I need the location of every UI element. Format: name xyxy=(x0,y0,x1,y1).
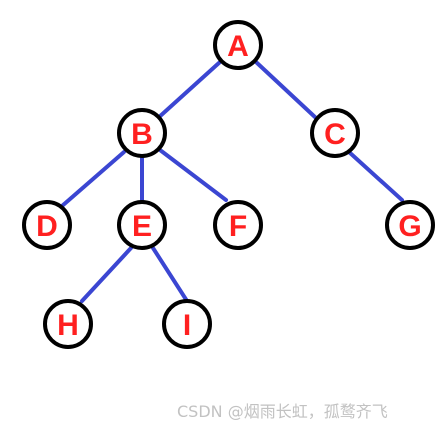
edge-b-f xyxy=(158,148,228,202)
node-circle xyxy=(43,299,93,349)
nodes-group: A B C D E F G H I xyxy=(22,20,435,349)
edge-a-c xyxy=(254,60,318,120)
node-circle xyxy=(22,200,72,250)
node-label: C xyxy=(324,118,346,151)
node-d: D xyxy=(22,200,72,250)
node-i: I xyxy=(162,299,212,349)
edge-e-i xyxy=(151,246,189,303)
node-circle xyxy=(213,200,263,250)
node-circle xyxy=(213,20,263,70)
node-c: C xyxy=(310,108,360,158)
node-circle xyxy=(162,299,212,349)
edges-group xyxy=(60,60,404,303)
edge-a-b xyxy=(156,60,222,120)
edge-e-h xyxy=(80,246,133,303)
node-circle xyxy=(310,108,360,158)
node-label: H xyxy=(57,309,79,342)
node-label: I xyxy=(183,309,191,342)
node-h: H xyxy=(43,299,93,349)
node-circle xyxy=(117,200,167,250)
node-circle xyxy=(117,108,167,158)
node-label: F xyxy=(229,210,247,243)
node-a: A xyxy=(213,20,263,70)
node-e: E xyxy=(117,200,167,250)
node-label: B xyxy=(131,118,153,151)
node-b: B xyxy=(117,108,167,158)
node-label: E xyxy=(132,210,152,243)
edge-b-d xyxy=(60,150,126,208)
edge-c-g xyxy=(347,150,404,202)
node-circle xyxy=(385,200,435,250)
node-f: F xyxy=(213,200,263,250)
watermark: CSDN @烟雨长虹，孤鹜齐飞 xyxy=(177,402,388,421)
node-label: A xyxy=(227,30,249,63)
node-label: G xyxy=(398,210,421,243)
node-g: G xyxy=(385,200,435,250)
node-label: D xyxy=(36,210,58,243)
